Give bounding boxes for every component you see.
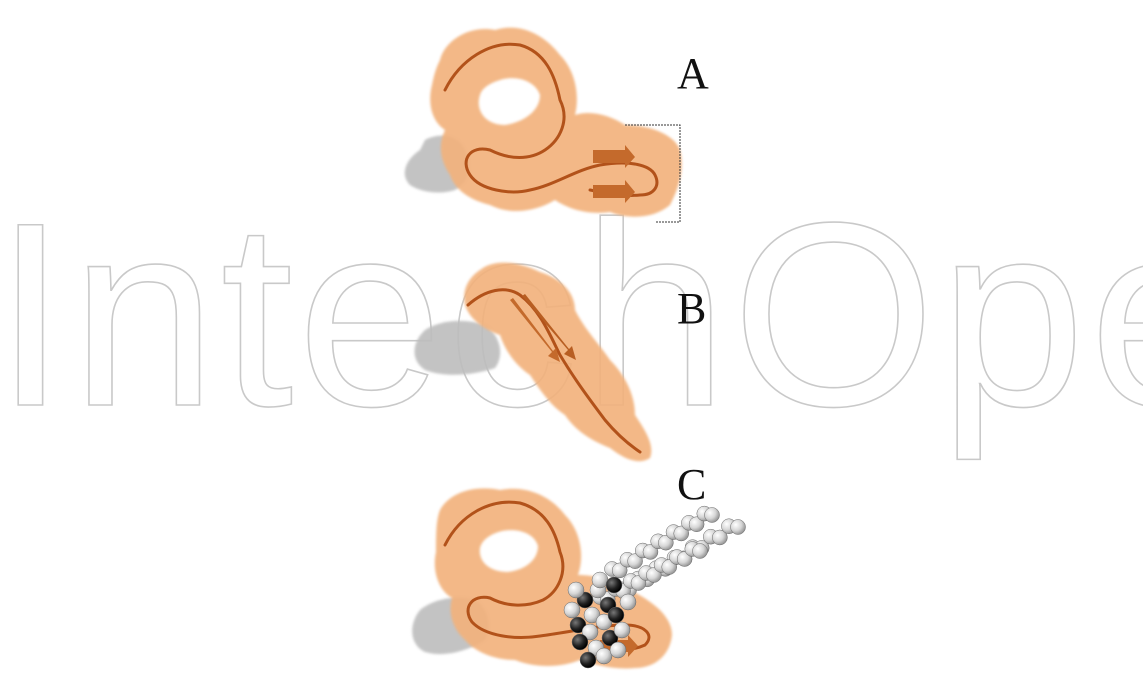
lipid-atom-light: [614, 622, 630, 638]
lipid-atom-light: [731, 520, 746, 535]
panel-b-structure: [414, 263, 651, 462]
panel-a-protein-surface: [430, 28, 681, 217]
panel-label-c: C: [677, 463, 706, 507]
lipid-atom-light: [610, 642, 626, 658]
panel-label-a: A: [677, 52, 709, 96]
lipid-atom-dark: [608, 607, 624, 623]
lipid-atom-light: [596, 648, 612, 664]
lipid-atom-dark: [580, 652, 596, 668]
lipid-atom-light: [705, 508, 720, 523]
lipid-atom-light: [693, 544, 708, 559]
lipid-atom-dark: [606, 577, 622, 593]
panel-a-structure: [405, 28, 682, 222]
panel-label-b: B: [677, 287, 706, 331]
lipid-atom-dark: [572, 634, 588, 650]
lipid-atom-light: [592, 572, 608, 588]
lipid-atom-light: [564, 602, 580, 618]
lipid-atom-light: [620, 594, 636, 610]
lipid-atom-light: [568, 582, 584, 598]
